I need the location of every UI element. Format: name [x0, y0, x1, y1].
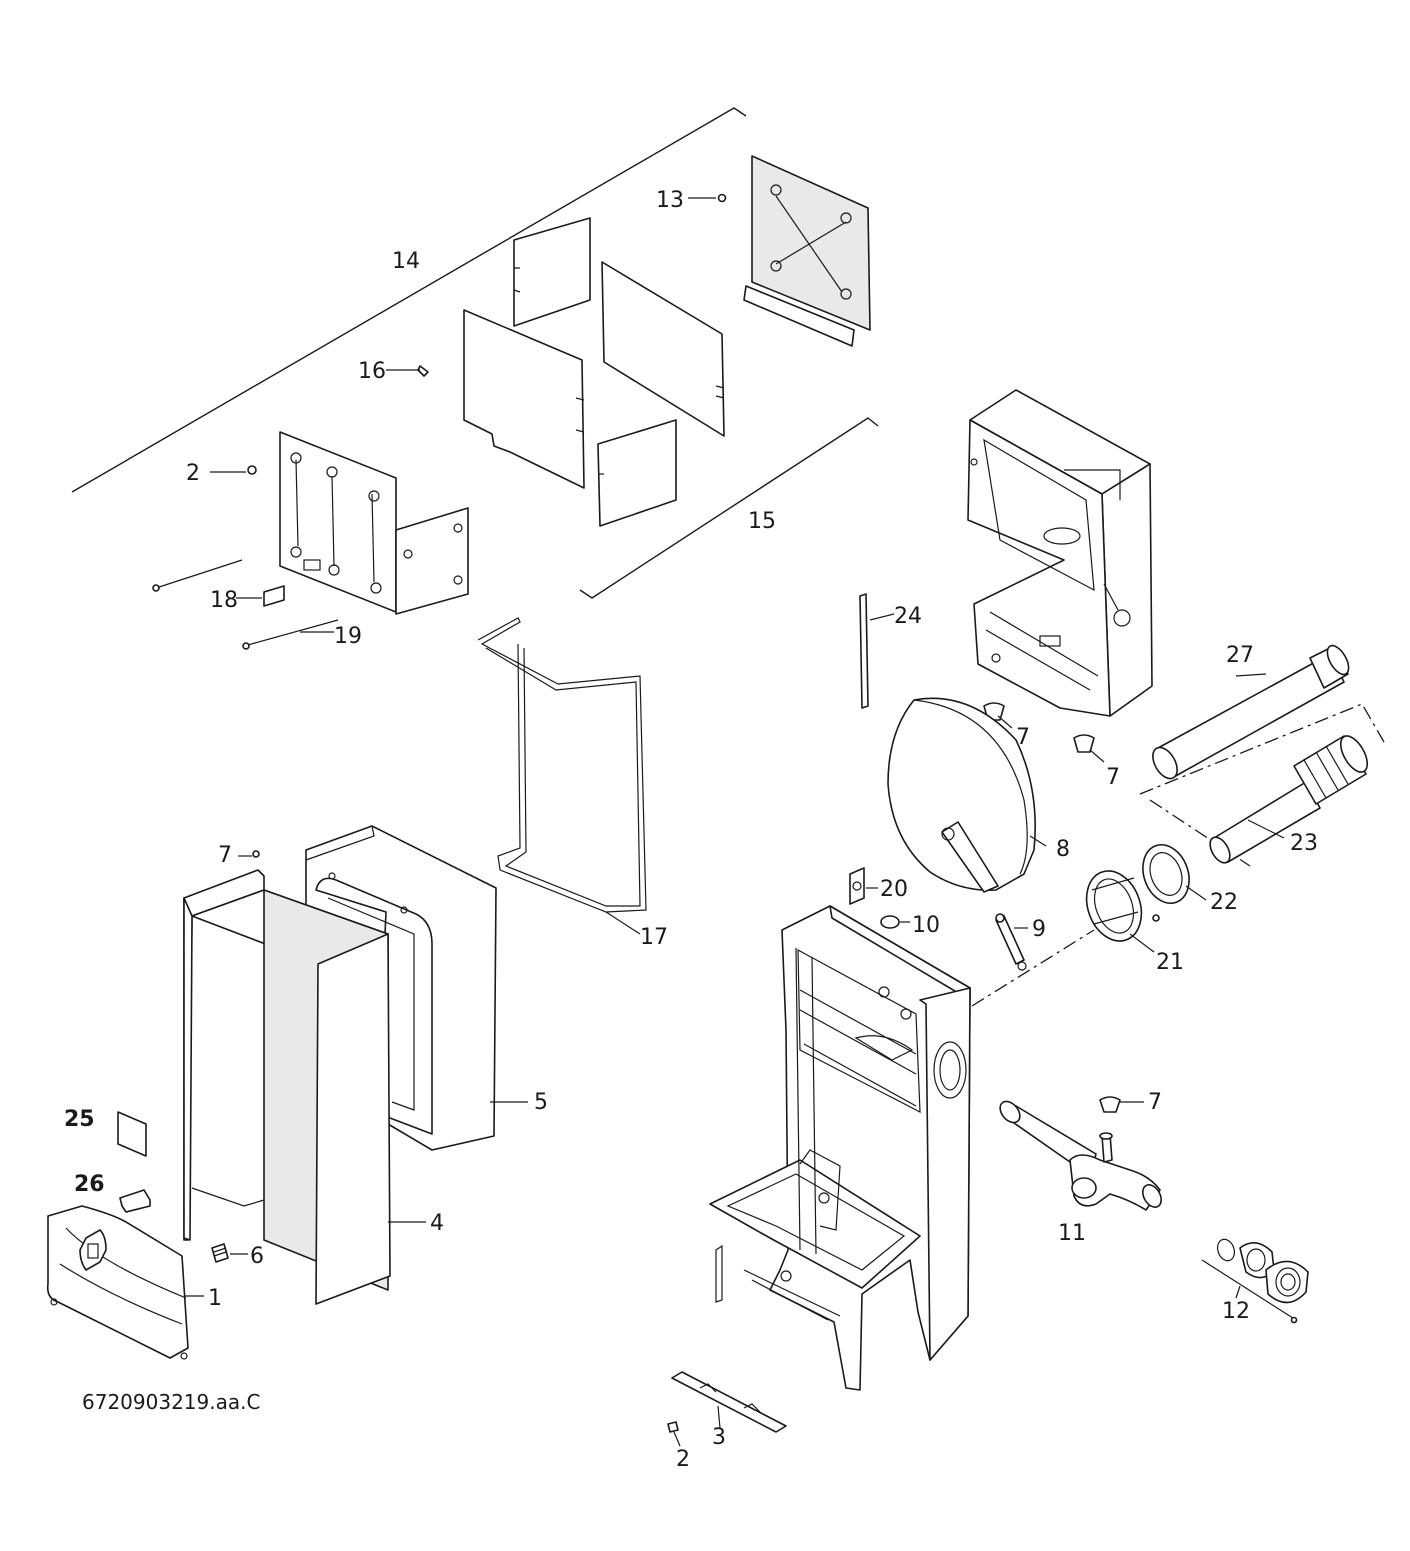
callout-11: 11 [1058, 1221, 1086, 1246]
callout-27: 27 [1226, 643, 1254, 668]
burner-chamber-housing [967, 389, 1153, 717]
callout-8: 8 [1056, 837, 1070, 862]
insulation-panel-bottom [597, 419, 677, 527]
leader-24 [869, 613, 895, 621]
drawing-id: 6720903219.aa.C [82, 1390, 260, 1414]
leader-7-upper-b [1089, 749, 1105, 763]
callout-14: 14 [392, 249, 420, 274]
callout-19: 19 [334, 624, 362, 649]
callout-10: 10 [912, 913, 940, 938]
seal-ring-22 [1142, 844, 1190, 904]
callout-1: 1 [208, 1286, 222, 1311]
label-plate-18 [263, 585, 285, 607]
screw-2-top [247, 465, 257, 475]
callout-22: 22 [1210, 890, 1238, 915]
grommet-10 [880, 915, 900, 929]
callout-2: 2 [676, 1447, 690, 1472]
callout-3: 3 [712, 1425, 726, 1450]
tie-rod-lower [242, 619, 339, 650]
mounting-plate [279, 431, 469, 615]
flue-adapter-21 [1085, 870, 1143, 942]
callout-20: 20 [880, 877, 908, 902]
leader-12 [1235, 1285, 1241, 1299]
callout-24: 24 [894, 604, 922, 629]
front-casing [183, 869, 391, 1305]
screw-7-gas [1099, 1096, 1121, 1113]
assembly-axis-line [971, 929, 1095, 1007]
leader-2-bottom [673, 1431, 681, 1447]
front-cover [46, 1205, 189, 1360]
insulation-panel-left [463, 309, 585, 489]
callout-4: 4 [430, 1211, 444, 1236]
leader-21 [1129, 933, 1155, 953]
callout-21: 21 [1156, 950, 1184, 975]
callout-26: 26 [74, 1172, 105, 1197]
callout-7: 7 [1016, 725, 1030, 750]
screw-13 [717, 193, 727, 203]
screw-16 [417, 365, 429, 377]
group-bracket-15 [579, 417, 879, 599]
leader-17 [605, 911, 641, 935]
door-seal [477, 617, 647, 913]
callout-17: 17 [640, 925, 668, 950]
callout-13: 13 [656, 188, 684, 213]
group-bracket-14 [71, 107, 747, 493]
bottom-bracket-3 [671, 1371, 787, 1433]
leader-8 [1029, 835, 1047, 847]
screw-2-bottom [667, 1421, 679, 1433]
leader-23 [1247, 819, 1285, 839]
callout-2: 2 [186, 461, 200, 486]
callout-7: 7 [1106, 765, 1120, 790]
leader-27 [1235, 673, 1267, 677]
callout-23: 23 [1290, 831, 1318, 856]
screw-7-upper-b [1073, 734, 1095, 753]
expansion-vessel [887, 697, 1036, 893]
callout-18: 18 [210, 588, 238, 613]
gas-pipe-assembly [999, 1100, 1162, 1211]
rear-panel [743, 155, 871, 347]
callout-25: 25 [64, 1107, 95, 1132]
sensor-rod-24 [859, 593, 869, 709]
flue-pipe-27 [1152, 644, 1350, 780]
insulation-panel-right [601, 261, 725, 437]
flue-pipe-23 [1209, 735, 1369, 864]
main-chassis-frame [709, 905, 971, 1391]
callout-12: 12 [1222, 1299, 1250, 1324]
callout-7: 7 [1148, 1090, 1162, 1115]
callout-16: 16 [358, 359, 386, 384]
pressure-valve-9 [995, 913, 1027, 971]
callout-15: 15 [748, 509, 776, 534]
clip-26 [119, 1189, 151, 1213]
label-sticker-25 [117, 1111, 147, 1157]
insulation-panel-top-small [513, 217, 591, 327]
leader-3 [717, 1405, 721, 1429]
gasket-set-12 [1201, 1238, 1309, 1324]
clip-6 [211, 1243, 229, 1263]
tie-rod-upper [152, 559, 243, 592]
callout-5: 5 [534, 1090, 548, 1115]
callout-9: 9 [1032, 917, 1046, 942]
callout-6: 6 [250, 1244, 264, 1269]
callout-7: 7 [218, 843, 232, 868]
screw-7-casing [252, 850, 260, 858]
sensor-20 [849, 867, 865, 905]
leader-7-upper-a [997, 715, 1013, 729]
leader-22 [1185, 885, 1207, 901]
screw-21 [1152, 914, 1160, 922]
group-dash-23-27 [1139, 703, 1385, 867]
